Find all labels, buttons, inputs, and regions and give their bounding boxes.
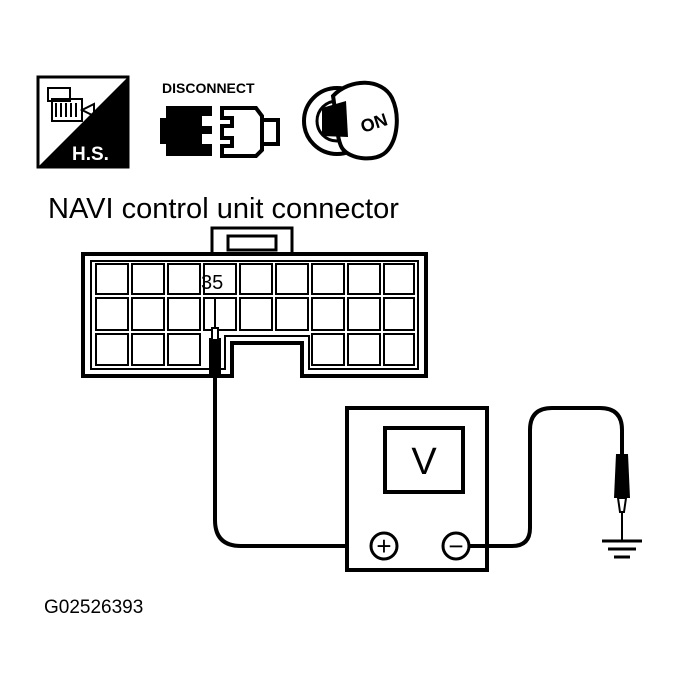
negative-terminal-label: − <box>448 531 463 561</box>
figure-code: G02526393 <box>44 597 143 618</box>
connector-title: NAVI control unit connector <box>48 193 399 225</box>
ground-symbol-icon <box>602 539 642 559</box>
connector-body: 35 <box>81 226 428 378</box>
positive-probe <box>209 298 221 378</box>
negative-lead-wire <box>469 406 624 548</box>
harness-side-icon: H.S. <box>36 75 130 169</box>
ignition-key-on-icon: ON <box>302 80 399 161</box>
disconnect-label: DISCONNECT <box>162 80 255 96</box>
positive-lead-wire <box>213 378 370 548</box>
voltmeter: V + − <box>345 406 489 572</box>
harness-side-label: H.S. <box>72 144 109 165</box>
negative-probe <box>614 454 630 540</box>
voltmeter-display: V <box>411 441 437 483</box>
positive-terminal-label: + <box>376 531 391 561</box>
terminal-35-label: 35 <box>201 272 223 294</box>
disconnect-connector-icon: DISCONNECT <box>160 80 280 158</box>
positive-terminal-icon <box>369 531 399 561</box>
